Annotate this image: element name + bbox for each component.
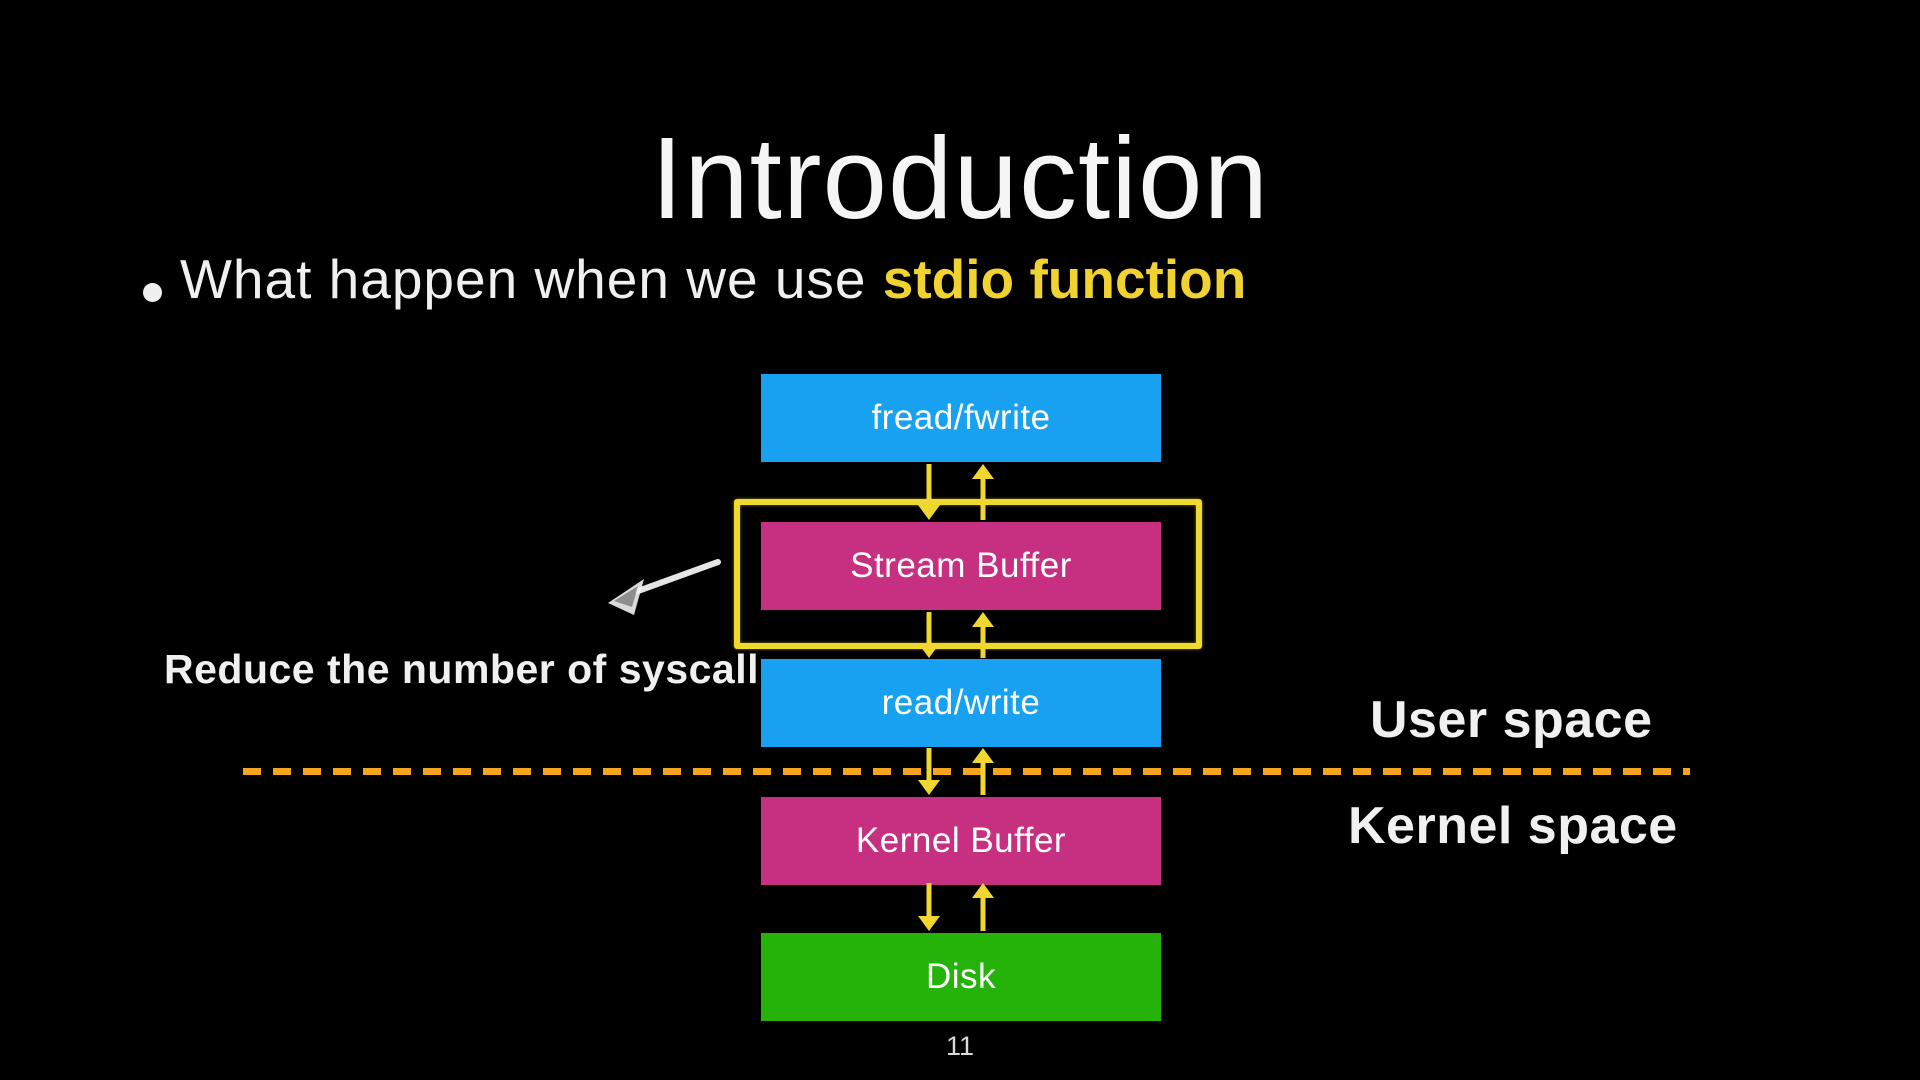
arrow-up-icon [972, 464, 994, 520]
box-read-write: read/write [761, 659, 1161, 747]
annotation-reduce-syscall: Reduce the number of syscall [164, 646, 760, 692]
box-stream-buffer: Stream Buffer [761, 522, 1161, 610]
box-label: Stream Buffer [850, 546, 1072, 585]
box-kernel-buffer: Kernel Buffer [761, 797, 1161, 885]
arrow-up-icon [972, 883, 994, 931]
arrow-down-icon [918, 464, 940, 520]
user-space-label: User space [1370, 691, 1653, 749]
bullet-dot-icon [143, 283, 162, 302]
page-number: 11 [945, 1031, 975, 1061]
arrow-up-icon [972, 748, 994, 795]
arrow-down-icon [918, 612, 940, 658]
user-kernel-divider-line [243, 768, 1690, 775]
arrow-up-icon [972, 612, 994, 658]
slide-title: Introduction [650, 112, 1270, 243]
kernel-space-label: Kernel space [1348, 797, 1678, 855]
box-fread-fwrite: fread/fwrite [761, 374, 1161, 462]
arrow-down-icon [918, 883, 940, 931]
bullet-text-plain: What happen when we use [180, 248, 883, 310]
box-label: fread/fwrite [871, 398, 1051, 437]
box-label: read/write [881, 683, 1041, 722]
bullet-text: What happen when we use stdio function [180, 247, 1246, 311]
arrow-down-icon [918, 748, 940, 795]
stream-buffer-highlight-frame [734, 499, 1202, 649]
hand-drawn-arrow-icon [608, 559, 721, 615]
box-disk: Disk [761, 933, 1161, 1021]
box-label: Disk [925, 957, 997, 996]
bullet-text-highlight: stdio function [882, 248, 1247, 310]
box-label: Kernel Buffer [855, 821, 1067, 860]
